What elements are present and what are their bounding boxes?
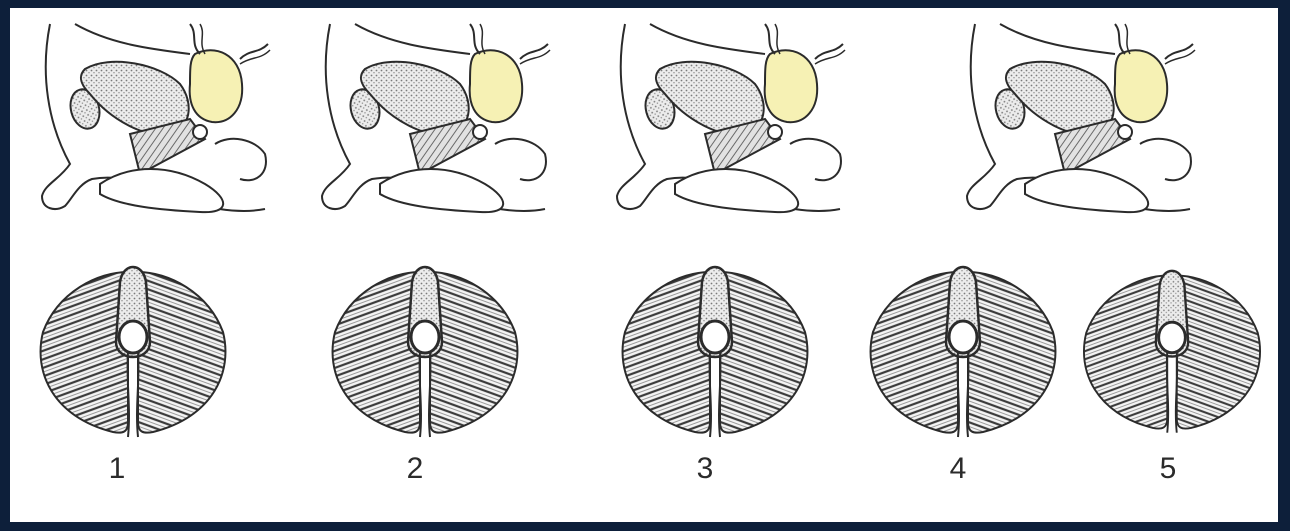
stage-label-1: 1 xyxy=(97,452,137,486)
stage-1-side-view xyxy=(30,14,280,224)
stage-5-front-view xyxy=(1072,252,1278,442)
stage-1-front-view xyxy=(28,252,238,442)
stage-4-side-view xyxy=(955,14,1205,224)
stage-2-side-view xyxy=(310,14,560,224)
stage-label-4: 4 xyxy=(938,452,978,486)
diagram-canvas: 1 2 3 4 5 xyxy=(10,8,1278,522)
stage-label-5: 5 xyxy=(1148,452,1188,486)
stage-3-front-view xyxy=(610,252,820,442)
stage-label-3: 3 xyxy=(685,452,725,486)
stage-3-side-view xyxy=(605,14,855,224)
stage-2-front-view xyxy=(320,252,530,442)
stage-4-front-view xyxy=(858,252,1068,442)
stage-label-2: 2 xyxy=(395,452,435,486)
